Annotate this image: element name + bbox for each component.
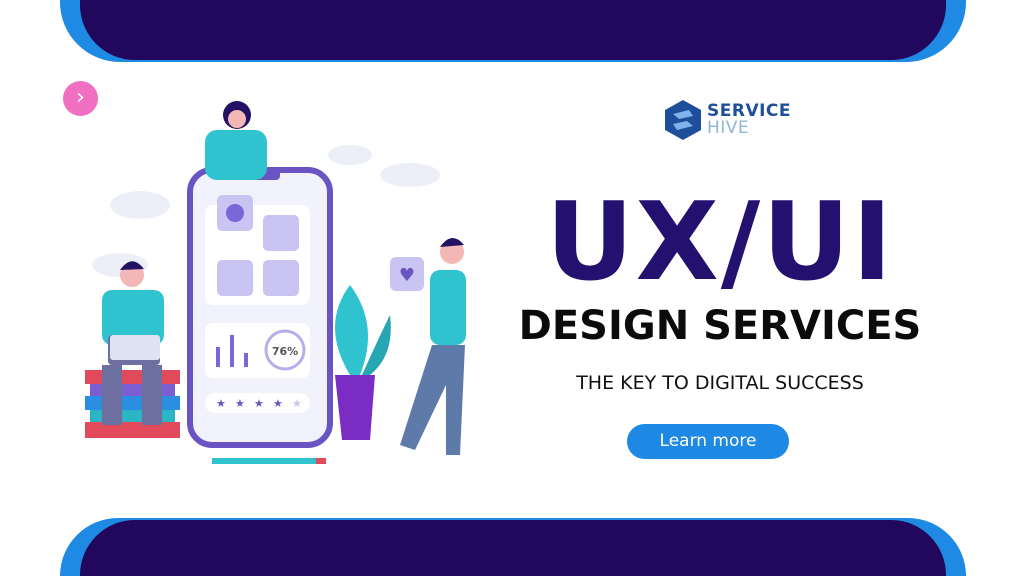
hexagon-logo-icon <box>665 100 701 140</box>
svg-text:♥: ♥ <box>399 265 415 286</box>
brand-name-line1: SERVICE <box>707 101 792 121</box>
headline: UX/UI <box>545 180 895 305</box>
chevron-right-icon: › <box>76 85 85 110</box>
subheadline: DESIGN SERVICES <box>518 303 922 349</box>
svg-text:★: ★ <box>292 397 302 410</box>
brand-name-line2: HIVE <box>707 118 750 138</box>
learn-more-button[interactable]: Learn more <box>627 424 789 459</box>
bottom-banner-bar <box>60 518 966 576</box>
brand-logo: SERVICE HIVE <box>665 100 791 140</box>
svg-text:★: ★ <box>273 397 283 410</box>
progress-label: 76% <box>272 345 298 358</box>
svg-text:★: ★ <box>235 397 245 410</box>
top-banner-bar <box>60 0 966 62</box>
tagline: THE KEY TO DIGITAL SUCCESS <box>576 372 864 394</box>
svg-text:★: ★ <box>254 397 264 410</box>
ux-illustration: 76% ★ ★ ★ ★ ★ ♥ <box>85 101 466 464</box>
next-slide-button[interactable]: › <box>63 81 98 116</box>
svg-text:★: ★ <box>216 397 226 410</box>
